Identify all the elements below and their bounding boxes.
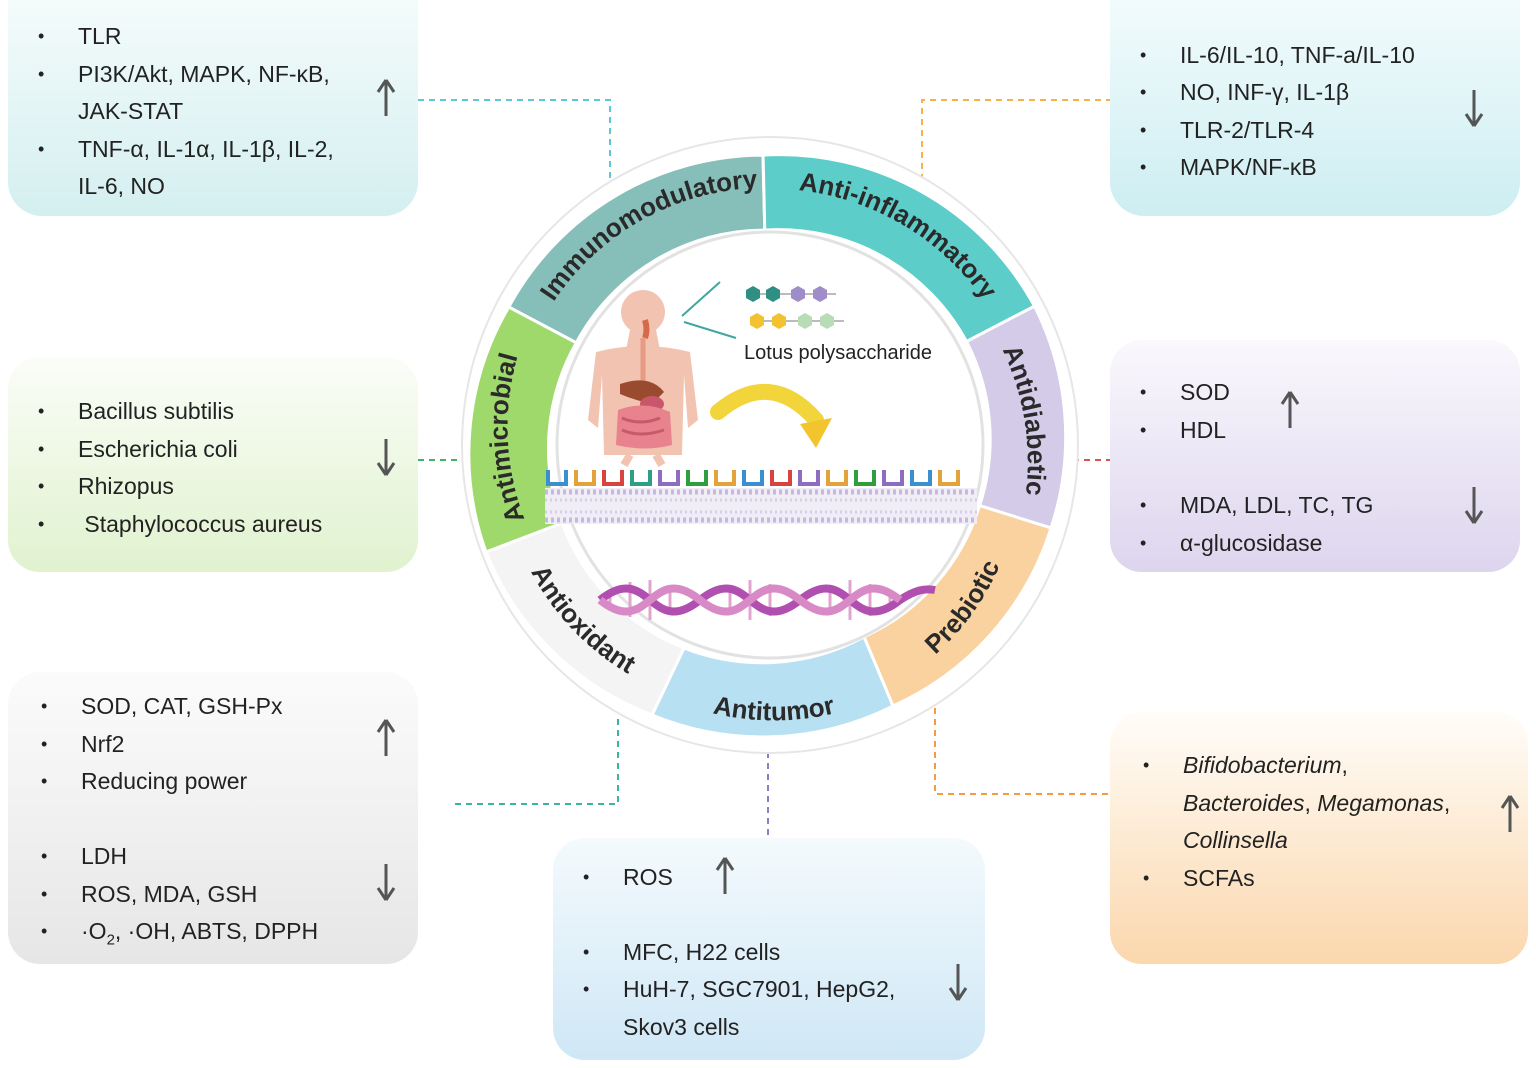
separator: , — [1443, 790, 1451, 816]
list-item: Rhizopus — [38, 467, 174, 505]
down-arrow-icon — [376, 864, 396, 901]
radical-list-rest: , ·OH, ABTS, DPPH — [114, 918, 319, 944]
connector-immunomodulatory — [418, 99, 611, 198]
prebiotic-list: Bifidobacterium, Bacteroides, Megamonas,… — [1110, 712, 1528, 964]
list-item: α-glucosidase — [1140, 524, 1323, 562]
separator: , — [1304, 790, 1318, 816]
list-item: Escherichia coli — [38, 430, 238, 468]
genus-bifidobacterium: Bifidobacterium — [1183, 752, 1342, 778]
list-item-continuation: Bacteroides, Megamonas, — [1183, 784, 1450, 822]
list-item: ·O2, ·OH, ABTS, DPPH — [41, 912, 319, 960]
list-item: PI3K/Akt, MAPK, NF-κB, — [38, 55, 330, 93]
down-arrow-icon — [376, 439, 396, 476]
list-item: SOD, CAT, GSH-Px — [41, 687, 282, 725]
list-item: MAPK/NF-κB — [1140, 148, 1317, 186]
connector-antioxidant — [455, 718, 619, 805]
polysaccharide-pointer-lines — [681, 281, 737, 339]
genus-bacteroides: Bacteroides — [1183, 790, 1305, 816]
list-item: Nrf2 — [41, 725, 125, 763]
antitumor-list: ROS MFC, H22 cells HuH-7, SGC7901, HepG2… — [553, 838, 985, 1060]
list-item: MFC, H22 cells — [583, 933, 780, 971]
center-label: Lotus polysaccharide — [744, 342, 932, 364]
list-item-continuation: IL-6, NO — [78, 173, 165, 199]
genus-megamonas: Megamonas — [1317, 790, 1444, 816]
panel-antioxidant: SOD, CAT, GSH-Px Nrf2 Reducing power LDH… — [8, 672, 418, 964]
list-item: ROS, MDA, GSH — [41, 875, 257, 913]
human-body-illustration — [588, 290, 698, 468]
list-item: TNF-α, IL-1α, IL-1β, IL-2, — [38, 130, 334, 168]
radical-o2-subscript: 2 — [106, 931, 115, 949]
panel-anti-inflammatory: IL-6/IL-10, TNF-a/IL-10 NO, INF-γ, IL-1β… — [1110, 0, 1520, 216]
up-arrow-icon — [715, 857, 735, 894]
panel-antitumor: ROS MFC, H22 cells HuH-7, SGC7901, HepG2… — [553, 838, 985, 1060]
down-arrow-icon — [1464, 487, 1484, 524]
list-item: MDA, LDL, TC, TG — [1140, 486, 1374, 524]
up-arrow-icon — [1280, 391, 1300, 428]
panel-prebiotic: Bifidobacterium, Bacteroides, Megamonas,… — [1110, 712, 1528, 964]
down-arrow-icon — [948, 964, 968, 1001]
connector-prebiotic — [934, 708, 1112, 795]
list-item: ROS — [583, 858, 673, 896]
list-item: Reducing power — [41, 762, 247, 800]
polysaccharide-chain-icon — [746, 286, 844, 329]
antioxidant-list: SOD, CAT, GSH-Px Nrf2 Reducing power LDH… — [8, 672, 418, 964]
list-item: LDH — [41, 837, 127, 875]
radical-o2: ·O — [81, 918, 107, 944]
antidiabetic-list: SOD HDL MDA, LDL, TC, TG α-glucosidase — [1110, 340, 1520, 572]
cell-membrane-bilayer — [545, 488, 977, 524]
list-item: IL-6/IL-10, TNF-a/IL-10 — [1140, 36, 1415, 74]
list-item: NO, INF-γ, IL-1β — [1140, 73, 1349, 111]
wheel — [461, 136, 1079, 754]
list-item: Staphylococcus aureus — [38, 505, 322, 543]
list-item: Bacillus subtilis — [38, 392, 234, 430]
list-item: SCFAs — [1143, 859, 1254, 897]
anti-inflammatory-list: IL-6/IL-10, TNF-a/IL-10 NO, INF-γ, IL-1β… — [1110, 0, 1520, 216]
curved-yellow-arrow — [710, 383, 832, 448]
separator: , — [1341, 752, 1348, 778]
immunomodulatory-list: TLR PI3K/Akt, MAPK, NF-κB, JAK-STAT TNF-… — [8, 0, 418, 216]
genus-collinsella: Collinsella — [1183, 827, 1288, 853]
panel-antidiabetic: SOD HDL MDA, LDL, TC, TG α-glucosidase — [1110, 340, 1520, 572]
list-item: TLR-2/TLR-4 — [1140, 111, 1314, 149]
list-item-continuation: Collinsella — [1183, 821, 1288, 859]
down-arrow-icon — [1464, 90, 1484, 127]
panel-antimicrobial: Bacillus subtilis Escherichia coli Rhizo… — [8, 357, 418, 572]
list-item-continuation: JAK-STAT — [78, 98, 184, 124]
list-item: HDL — [1140, 411, 1226, 449]
panel-immunomodulatory: TLR PI3K/Akt, MAPK, NF-κB, JAK-STAT TNF-… — [8, 0, 418, 216]
list-item: SOD — [1140, 373, 1230, 411]
dna-helix-illustration — [597, 580, 936, 620]
connector-anti-inflammatory — [921, 99, 1112, 198]
up-arrow-icon — [1500, 795, 1520, 832]
list-item: HuH-7, SGC7901, HepG2, — [583, 970, 895, 1008]
list-item-continuation: Skov3 cells — [623, 1014, 740, 1040]
up-arrow-icon — [376, 719, 396, 756]
antimicrobial-list: Bacillus subtilis Escherichia coli Rhizo… — [8, 357, 418, 572]
list-item: TLR — [38, 17, 122, 55]
cell-membrane-receptors — [546, 470, 960, 486]
list-item: Bifidobacterium, — [1143, 746, 1348, 784]
up-arrow-icon — [376, 79, 396, 116]
